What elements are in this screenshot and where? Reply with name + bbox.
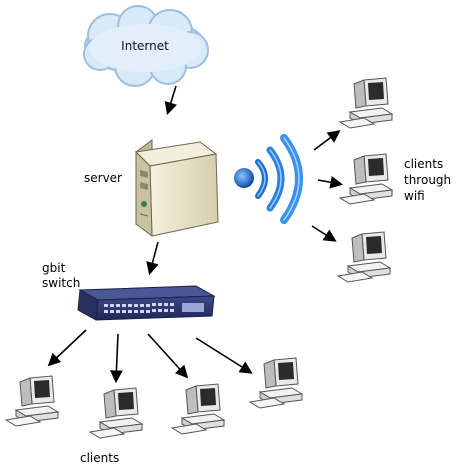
server-label: server bbox=[84, 171, 122, 185]
desktop-computer-icon bbox=[89, 387, 143, 439]
arrow-switch-to-client-3 bbox=[147, 333, 189, 379]
arrow-wifi-to-client-3 bbox=[311, 225, 337, 242]
arrow-switch-to-client-4 bbox=[195, 337, 253, 374]
connection-arrows bbox=[47, 85, 344, 384]
desktop-computer-icon bbox=[171, 383, 225, 435]
internet-label: Internet bbox=[121, 39, 169, 53]
internet-cloud: Internet bbox=[83, 5, 209, 87]
wifi-clients-label-line3: wifi bbox=[404, 189, 425, 203]
desktop-computer-icon bbox=[337, 231, 391, 283]
switch-label-line2: switch bbox=[42, 276, 80, 290]
arrow-switch-to-client-1 bbox=[47, 329, 87, 367]
arrow-wifi-to-client-2 bbox=[317, 175, 344, 189]
switch-label-line1: gbit bbox=[42, 261, 66, 275]
arrow-switch-to-client-2 bbox=[110, 333, 123, 384]
desktop-computer-icon bbox=[5, 375, 59, 427]
desktop-computer-icon bbox=[339, 77, 393, 129]
wired-clients-group: clients bbox=[5, 357, 303, 465]
arrow-server-to-switch bbox=[146, 241, 159, 276]
arrow-internet-to-server bbox=[164, 85, 177, 116]
desktop-computer-icon bbox=[339, 153, 393, 205]
wifi-clients-label-line2: through bbox=[404, 173, 451, 187]
server-tower-icon bbox=[134, 139, 219, 238]
wired-clients-label: clients bbox=[80, 451, 119, 465]
desktop-computer-icon bbox=[249, 357, 303, 409]
network-switch-icon bbox=[77, 285, 216, 321]
cloud-icon bbox=[83, 5, 209, 87]
switch-node: gbit switch bbox=[42, 261, 216, 321]
wifi-signal-icon bbox=[234, 134, 303, 224]
server-node: server bbox=[84, 139, 219, 238]
wifi-clients-group: clients through wifi bbox=[337, 77, 451, 283]
arrow-wifi-to-client-1 bbox=[313, 130, 341, 151]
wifi-clients-label-line1: clients bbox=[404, 157, 443, 171]
